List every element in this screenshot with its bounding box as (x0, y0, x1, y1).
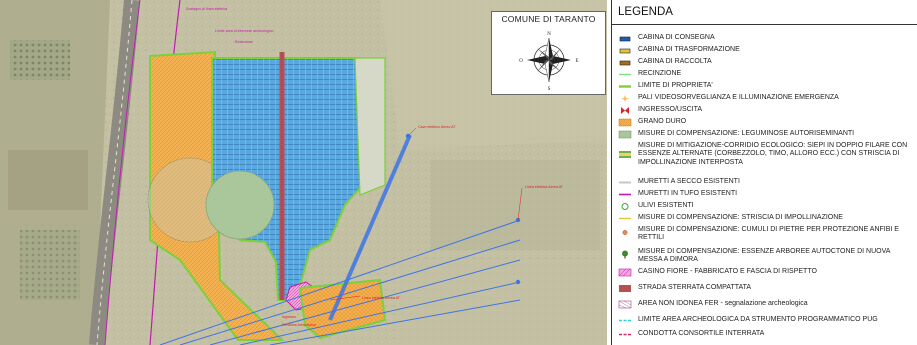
cable-lines (159, 219, 521, 345)
label-sostegno: Sostegno di linea elettrica (186, 7, 227, 11)
legend-title: LEGENDA (618, 6, 673, 18)
condotta-line-icon (619, 333, 631, 336)
label-limite-area: Limite area di interesse archeologico (215, 29, 274, 33)
svg-text:E: E (575, 59, 578, 64)
cable-trench (328, 134, 412, 321)
ulivi-circle-icon (621, 203, 629, 210)
cumuli-pietre-icon (622, 230, 628, 235)
compass-rose-box: COMUNE DI TARANTO N S (491, 11, 606, 95)
striscia-line-icon (619, 217, 631, 220)
olive-grove (10, 40, 70, 80)
area-non-idonea-swatch-icon (618, 300, 632, 309)
label-cavo-c: Linea elettrica Aerea AT (362, 296, 401, 300)
label-recinzione: Recinzione (235, 40, 253, 44)
limite-archeo-line-icon (619, 319, 631, 322)
cabina-consegna-icon (619, 36, 631, 42)
svg-text:O: O (519, 59, 523, 64)
legend-panel: LEGENDA CABINA DI CONSEGNA CABINA DI TRA… (611, 0, 917, 345)
legend-divider (612, 24, 917, 25)
cabina-trasformazione-icon (619, 48, 631, 54)
compass-rose-icon: N S E O (519, 32, 578, 92)
grano-duro-swatch-icon (618, 118, 632, 127)
essenze-tree-icon (622, 250, 628, 259)
siepi-swatch-icon (619, 151, 631, 158)
limite-proprieta-line-icon (619, 85, 631, 88)
legumi-circle (205, 170, 275, 240)
casino-fiore-swatch-icon (618, 268, 632, 277)
ingresso-bowtie-icon (621, 107, 629, 114)
leguminose-swatch-icon (618, 130, 632, 139)
label-ingresso: Ingresso (282, 315, 296, 319)
strada-swatch-icon (619, 285, 631, 292)
svg-text:S: S (548, 87, 551, 92)
site-plan-map[interactable]: Sostegno di linea elettrica Limite area … (0, 0, 607, 345)
muretti-tufo-line-icon (619, 193, 631, 196)
highway (89, 0, 140, 345)
cabina-raccolta-icon (619, 60, 631, 66)
muretti-secco-line-icon (619, 181, 631, 184)
east-strip (354, 57, 386, 196)
label-cavo-b: Linea elettrica Aerea AT (525, 185, 564, 189)
pali-star-icon (621, 95, 629, 102)
compass-title: COMUNE DI TARANTO (501, 14, 596, 24)
label-cavo-a: Cavo elettrico Aereo AT (418, 125, 456, 129)
recinzione-line-icon (619, 73, 631, 76)
svg-text:N: N (547, 32, 551, 37)
label-pensilina: Pensilina fotovoltaica (282, 323, 316, 327)
